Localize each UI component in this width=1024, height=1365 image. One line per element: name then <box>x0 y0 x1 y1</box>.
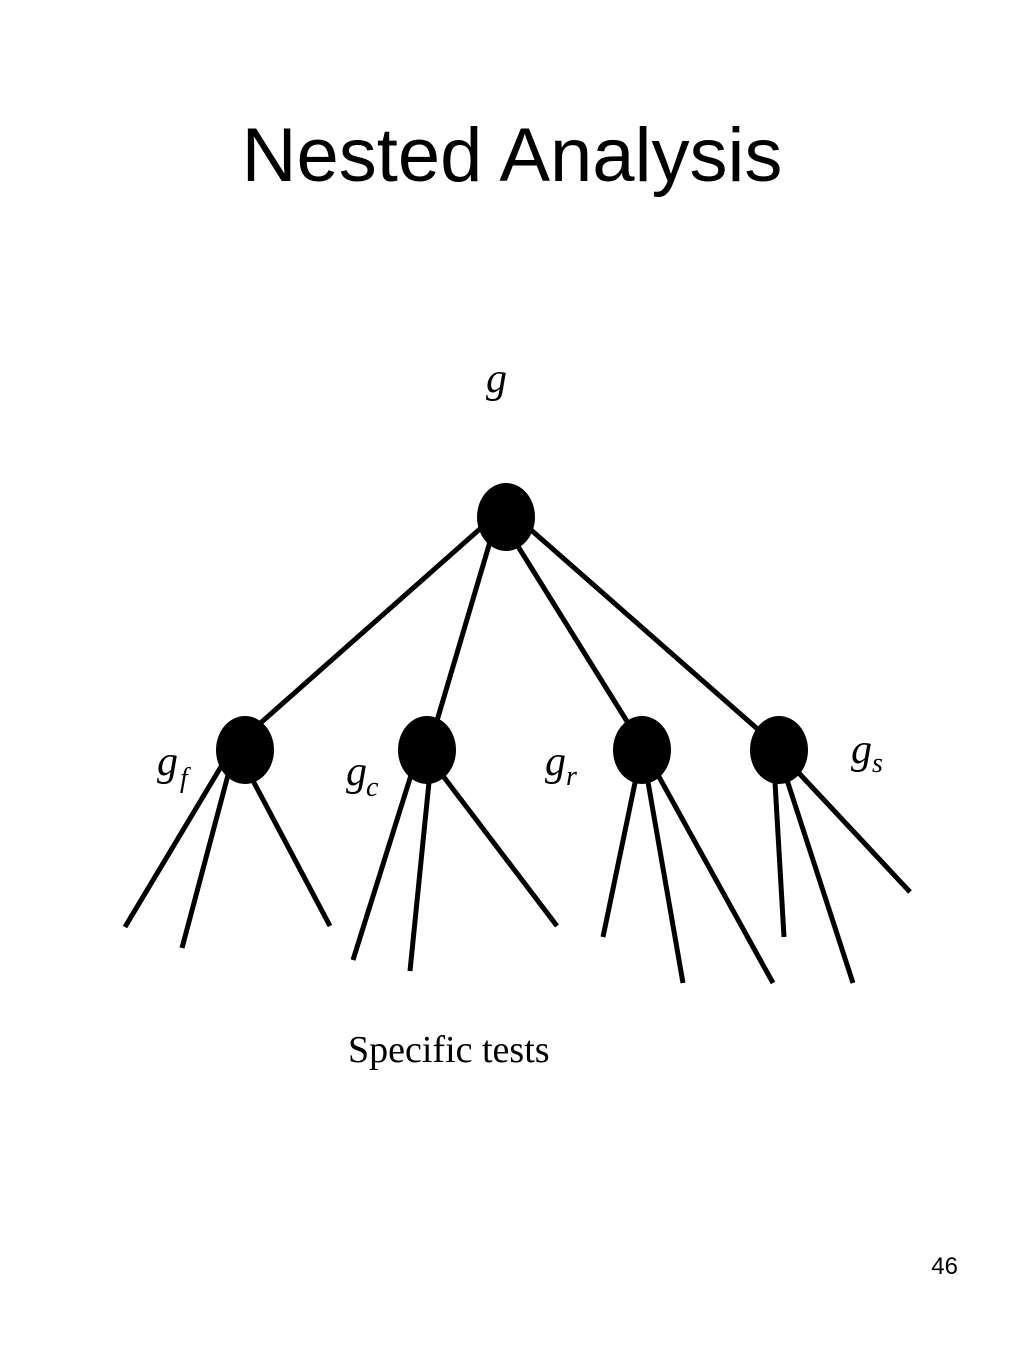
edge-root-gf <box>254 518 492 729</box>
label-sub: f <box>180 763 191 794</box>
node-gs <box>750 716 808 784</box>
leaf-edge-gr-2 <box>645 781 686 984</box>
child-label-gc: g c <box>346 749 379 803</box>
page-number: 46 <box>931 1253 958 1280</box>
leaf-edge-gs-3 <box>794 768 912 894</box>
leaf-edge-gc-1 <box>350 771 415 961</box>
root-node <box>477 483 535 551</box>
leaf-edge-gs-2 <box>784 779 856 984</box>
leaf-edge-gc-2 <box>407 781 432 972</box>
slide-title: Nested Analysis <box>241 113 783 198</box>
root-label: g <box>486 356 507 402</box>
label-base: g <box>157 739 178 785</box>
root-edges <box>254 518 764 735</box>
node-gf <box>216 716 274 784</box>
leaf-edges <box>122 763 912 985</box>
child-label-gs: g s <box>851 727 883 779</box>
diagram-caption: Specific tests <box>348 1029 550 1071</box>
edge-root-gr <box>511 538 631 725</box>
child-label-gr: g r <box>545 739 577 792</box>
label-sub: c <box>366 772 379 803</box>
edge-root-gs <box>520 520 764 735</box>
label-base: g <box>346 749 367 795</box>
label-base: g <box>545 739 566 785</box>
leaf-edge-gc-3 <box>438 770 559 928</box>
child-label-gf: g f <box>157 739 191 794</box>
label-sub: r <box>566 761 577 792</box>
label-sub: s <box>872 748 883 779</box>
leaf-edge-gf-3 <box>247 773 333 928</box>
node-gr <box>613 716 671 784</box>
edge-root-gc <box>433 534 495 725</box>
leaf-edge-gs-1 <box>772 781 787 938</box>
tree-nodes <box>216 483 808 784</box>
label-base: g <box>851 727 872 773</box>
leaf-edge-gf-1 <box>122 763 225 929</box>
leaf-edge-gf-2 <box>179 774 231 949</box>
leaf-edge-gr-3 <box>655 773 776 985</box>
leaf-edge-gr-1 <box>600 777 639 938</box>
node-gc <box>398 716 456 784</box>
